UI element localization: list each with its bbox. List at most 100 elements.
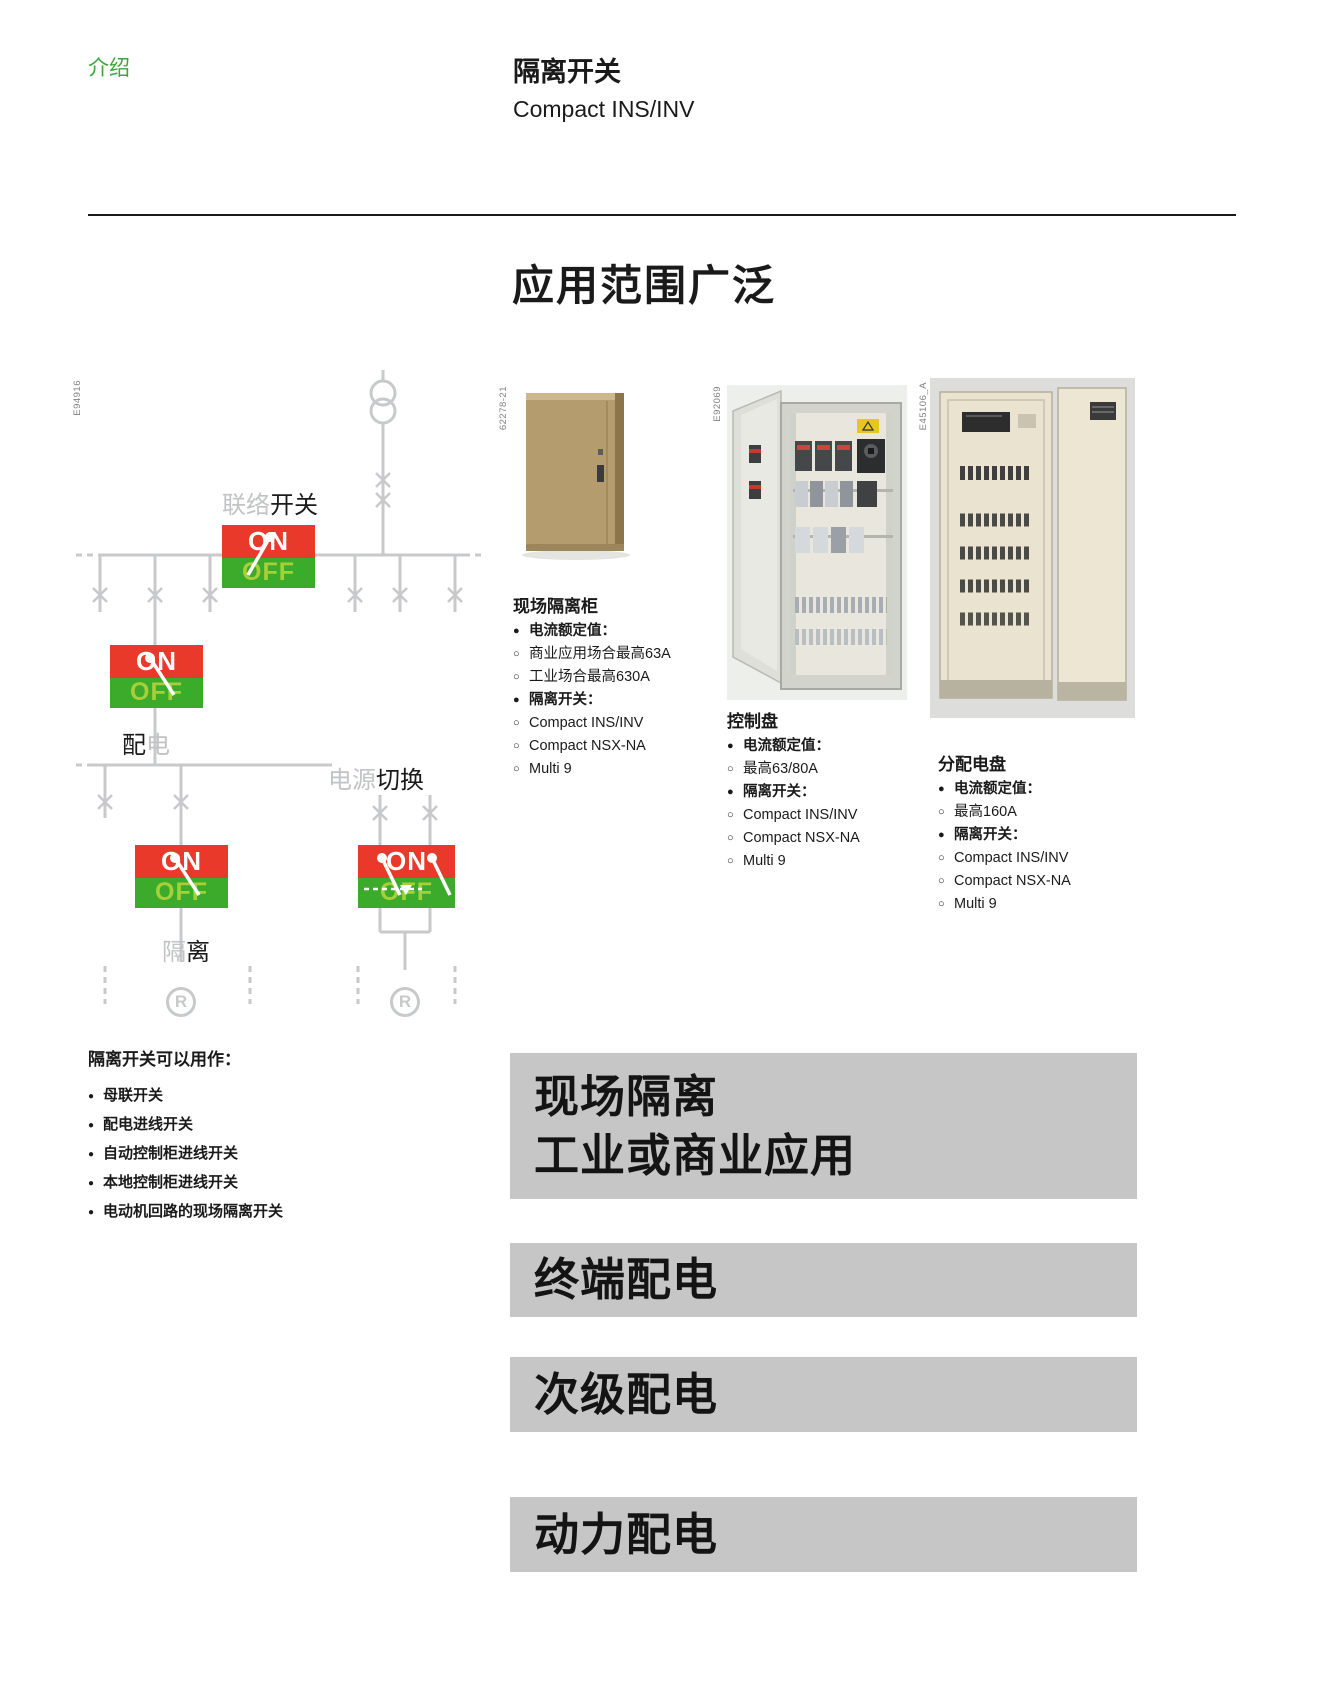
spec-text: Compact INS/INV bbox=[743, 807, 858, 823]
page-title: 隔离开关 bbox=[513, 57, 621, 87]
photo-code: E92069 bbox=[712, 386, 723, 422]
label-isolation-gray: 隔 bbox=[162, 939, 186, 966]
photo-code: E45106_A bbox=[918, 382, 929, 431]
label-tie-gray: 联络 bbox=[222, 492, 270, 519]
usage-text: 母联开关 bbox=[103, 1087, 164, 1104]
usage-text: 自动控制柜进线开关 bbox=[103, 1145, 239, 1162]
switch-off-label: OFF bbox=[135, 878, 228, 908]
bullet-icon: ● bbox=[88, 1178, 95, 1189]
usage-title: 隔离开关可以用作： bbox=[88, 1050, 241, 1069]
switch-on-label: ON bbox=[110, 645, 203, 678]
spec-item: ●隔离开关： bbox=[513, 689, 671, 712]
spec-item: ● 隔离开关： bbox=[727, 781, 860, 804]
spec-item: ○ Compact INS/INV bbox=[938, 847, 1071, 870]
usage-text: 本地控制柜进线开关 bbox=[103, 1174, 239, 1191]
bullet-icon: ● bbox=[513, 625, 520, 637]
label-changeover-gray: 电源 bbox=[328, 767, 376, 794]
spec-text: 最高63/80A bbox=[743, 761, 818, 777]
label-isolation: 隔离 bbox=[162, 932, 210, 967]
switch-off-label: OFF bbox=[110, 678, 203, 708]
spec-text: 工业场合最高630A bbox=[529, 669, 650, 685]
label-source-changeover: 电源切换 bbox=[328, 760, 424, 795]
bullet-icon: ○ bbox=[513, 763, 520, 775]
spec-text: Multi 9 bbox=[954, 896, 997, 912]
usage-text: 电动机回路的现场隔离开关 bbox=[103, 1203, 284, 1220]
bullet-icon: ○ bbox=[727, 832, 734, 844]
bullet-icon: ○ bbox=[938, 898, 945, 910]
spec-text: Multi 9 bbox=[529, 761, 572, 777]
spec-item: ○工业场合最高630A bbox=[513, 666, 671, 689]
usage-item: ● 母联开关 bbox=[88, 1082, 283, 1111]
spec-text: 最高160A bbox=[954, 804, 1017, 820]
label-tie-black: 开关 bbox=[270, 492, 318, 519]
spec-text: 商业应用场合最高63A bbox=[529, 646, 671, 662]
bullet-icon: ○ bbox=[513, 740, 520, 752]
spec-text: Compact NSX-NA bbox=[954, 873, 1071, 889]
bullet-icon: ○ bbox=[938, 852, 945, 864]
diagram-lines bbox=[76, 370, 486, 1004]
bullet-icon: ● bbox=[88, 1091, 95, 1102]
banner-final-distribution: 终端配电 bbox=[510, 1243, 1137, 1317]
label-feeder-gray: 电 bbox=[146, 732, 170, 759]
banner-power-distribution: 动力配电 bbox=[510, 1497, 1137, 1572]
spec-item: ● 隔离开关： bbox=[938, 824, 1071, 847]
switch-on-label: ON bbox=[222, 525, 315, 558]
bullet-icon: ● bbox=[88, 1207, 95, 1218]
page-subtitle: Compact INS/INV bbox=[513, 96, 695, 122]
product-title-field-isolation: 现场隔离柜 bbox=[513, 597, 598, 616]
switch-on-label: ON bbox=[135, 845, 228, 878]
usage-list: ● 母联开关 ●配电进线开关 ● 自动控制柜进线开关 ● 本地控制柜进线开关 ● 电动机… bbox=[88, 1082, 283, 1227]
section-label: 介绍 bbox=[88, 57, 130, 80]
switch-symbol-isolation: ON OFF bbox=[135, 845, 228, 908]
bullet-icon: ○ bbox=[727, 855, 734, 867]
spec-item: ○Compact INS/INV bbox=[513, 712, 671, 735]
spec-text: 隔离开关： bbox=[954, 827, 1027, 843]
switch-symbol-changeover: ON OFF bbox=[358, 845, 455, 908]
product-title-control-panel: 控制盘 bbox=[727, 712, 778, 731]
distribution-board-photo bbox=[930, 378, 1135, 718]
product-title-distribution-board: 分配电盘 bbox=[938, 755, 1006, 774]
bullet-icon: ○ bbox=[938, 806, 945, 818]
spec-text: 电流额定值： bbox=[529, 623, 616, 639]
usage-item: ● 本地控制柜进线开关 bbox=[88, 1169, 283, 1198]
banner-secondary-distribution: 次级配电 bbox=[510, 1357, 1137, 1432]
spec-text: 电流额定值： bbox=[954, 781, 1041, 797]
spec-text: Compact NSX-NA bbox=[743, 830, 860, 846]
spec-item: ○ Multi 9 bbox=[938, 893, 1071, 916]
bullet-icon: ○ bbox=[727, 763, 734, 775]
switch-off-label: OFF bbox=[358, 878, 455, 908]
spec-list-distribution-board: ●电流额定值： ○最高160A ●隔离开关： ○Compact INS/INV … bbox=[938, 778, 1071, 916]
bullet-icon: ○ bbox=[727, 809, 734, 821]
switch-symbol-feeder: ON OFF bbox=[110, 645, 203, 708]
usage-text: 配电进线开关 bbox=[103, 1116, 194, 1133]
bullet-icon: ● bbox=[727, 786, 734, 798]
spec-item: ○ Multi 9 bbox=[513, 758, 671, 781]
spec-item: ○ Compact NSX-NA bbox=[513, 735, 671, 758]
photo-code: 62278-21 bbox=[498, 386, 509, 431]
load-r-symbol: R bbox=[166, 987, 196, 1017]
spec-item: ● 电流额定值： bbox=[938, 778, 1071, 801]
usage-item: ●配电进线开关 bbox=[88, 1111, 283, 1140]
bullet-icon: ● bbox=[938, 829, 945, 841]
r-letter: R bbox=[398, 992, 412, 1011]
banner-field-isolation: 现场隔离 工业或商业应用 bbox=[510, 1053, 1137, 1199]
bullet-icon: ● bbox=[513, 694, 520, 706]
spec-text: 隔离开关： bbox=[743, 784, 816, 800]
switch-off-label: OFF bbox=[222, 558, 315, 588]
spec-text: Compact NSX-NA bbox=[529, 738, 646, 754]
bullet-icon: ● bbox=[727, 740, 734, 752]
spec-text: Compact INS/INV bbox=[954, 850, 1069, 866]
spec-text: 电流额定值： bbox=[743, 738, 830, 754]
label-isolation-black: 离 bbox=[186, 939, 210, 966]
label-changeover-black: 切换 bbox=[376, 767, 424, 794]
spec-list-field-isolation: ●电流额定值： ○商业应用场合最高63A ○工业场合最高630A ●隔离开关： … bbox=[513, 620, 671, 781]
bullet-icon: ● bbox=[88, 1149, 95, 1160]
spec-item: ○Multi 9 bbox=[727, 850, 860, 873]
spec-text: Compact INS/INV bbox=[529, 715, 644, 731]
spec-item: ● 电流额定值： bbox=[727, 735, 860, 758]
headline: 应用范围广泛 bbox=[512, 262, 777, 309]
usage-item: ● 自动控制柜进线开关 bbox=[88, 1140, 283, 1169]
spec-item: ○ 最高63/80A bbox=[727, 758, 860, 781]
bullet-icon: ● bbox=[938, 783, 945, 795]
